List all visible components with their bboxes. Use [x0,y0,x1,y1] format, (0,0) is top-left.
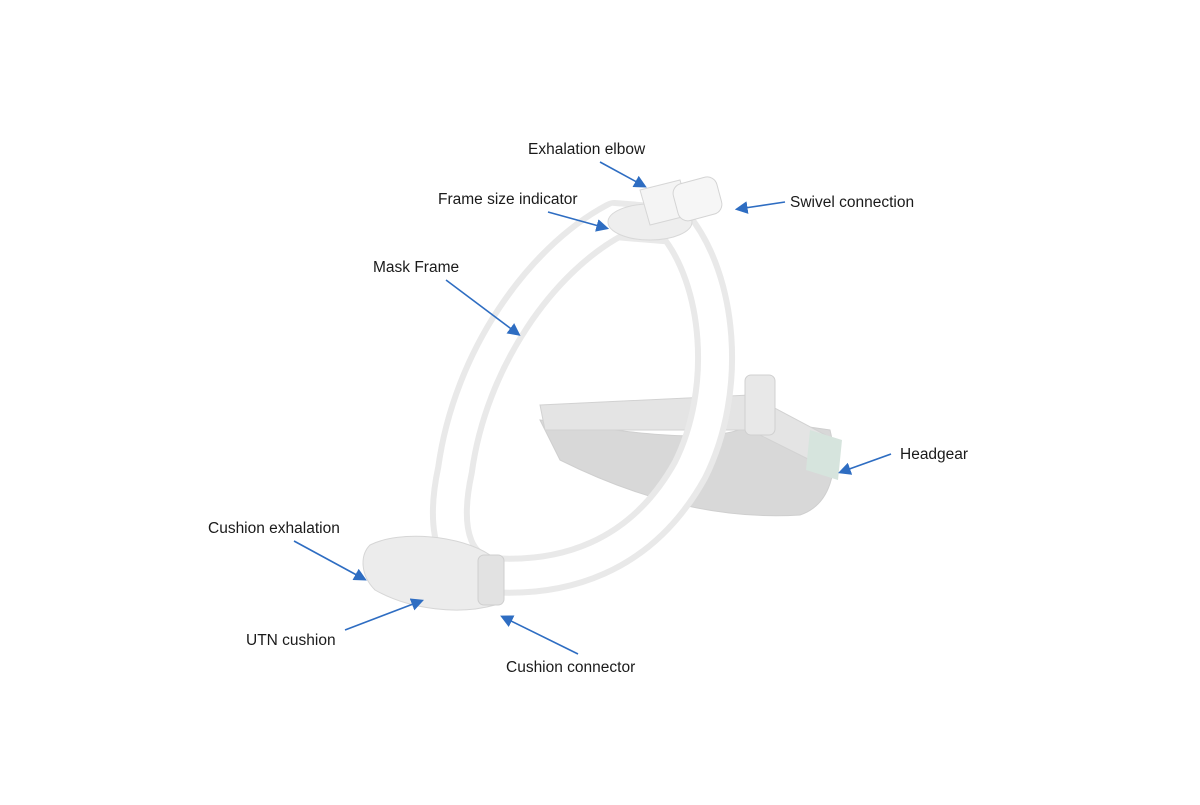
arrow-mask-frame [445,279,521,336]
label-swivel-connection: Swivel connection [790,194,915,211]
label-frame-size-indicator: Frame size indicator [438,191,578,208]
arrow-utn-cushion [344,598,424,631]
arrow-cushion-exhalation [293,540,367,581]
label-utn-cushion: UTN cushion [246,632,336,649]
arrow-exhalation-elbow [599,161,647,188]
label-exhalation-elbow: Exhalation elbow [528,141,646,158]
arrow-frame-size-indicator [547,211,610,232]
label-mask-frame: Mask Frame [373,259,460,276]
arrow-cushion-connector [500,615,579,655]
label-cushion-exhalation: Cushion exhalation [208,520,340,537]
arrow-headgear [837,453,892,475]
label-headgear: Headgear [900,446,969,463]
arrow-swivel-connection [734,201,786,214]
label-cushion-connector: Cushion connector [506,659,636,676]
